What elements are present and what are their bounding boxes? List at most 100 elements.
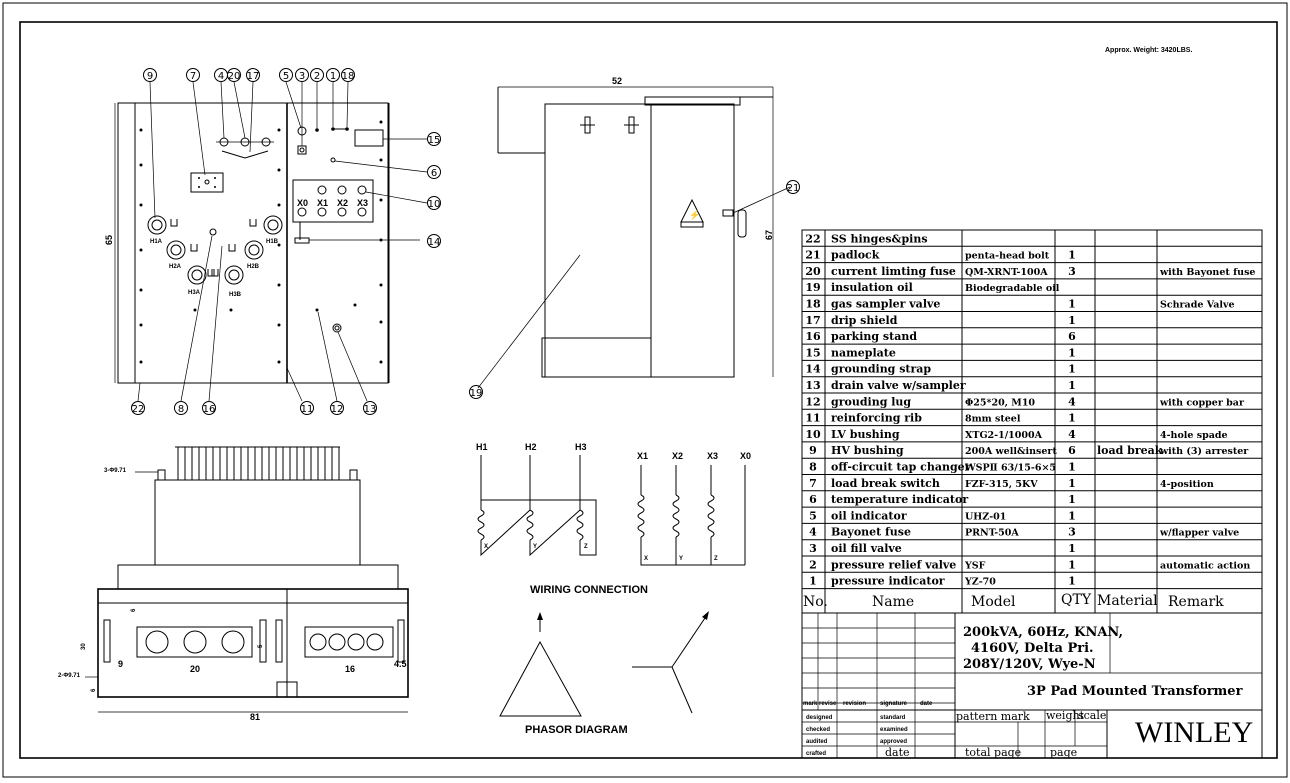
table-cell-name: HV bushing: [831, 444, 904, 457]
svg-text:X1: X1: [317, 198, 328, 208]
table-cell-no: 15: [805, 346, 820, 359]
table-cell-remark: with copper bar: [1159, 397, 1245, 408]
svg-text:Z: Z: [584, 544, 588, 550]
table-cell-no: 19: [805, 281, 820, 294]
svg-text:Y: Y: [533, 544, 537, 550]
table-cell-model: XTG2-1/1000A: [965, 430, 1043, 441]
panel-rivets: [139, 120, 383, 364]
table-cell-name: load break switch: [831, 477, 940, 490]
svg-text:Y: Y: [679, 556, 683, 562]
table-cell-qty: 1: [1068, 314, 1076, 327]
svg-text:15: 15: [428, 135, 441, 146]
table-cell-no: 10: [805, 428, 821, 441]
table-cell-qty: 1: [1068, 461, 1076, 474]
table-cell-name: gas sampler valve: [831, 298, 940, 311]
table-cell-no: 5: [809, 509, 817, 522]
table-cell-name: LV bushing: [831, 428, 900, 441]
table-cell-model: FZF-315, 5KV: [965, 479, 1038, 490]
table-cell-qty: 1: [1068, 249, 1076, 262]
svg-text:H1B: H1B: [266, 239, 279, 245]
phasor-title: PHASOR DIAGRAM: [525, 724, 628, 736]
table-cell-remark: 4-hole spade: [1160, 430, 1228, 441]
svg-text:3-Φ9.71: 3-Φ9.71: [104, 468, 127, 474]
table-cell-no: 6: [809, 493, 817, 506]
phasor-diagram: PHASOR DIAGRAM: [499, 611, 709, 736]
table-cell-name: Bayonet fuse: [831, 526, 911, 539]
svg-text:audited: audited: [806, 739, 828, 745]
svg-text:X1: X1: [637, 451, 648, 461]
svg-text:4: 4: [218, 71, 224, 82]
table-cell-model: penta-head bolt: [965, 251, 1050, 262]
svg-text:No.: No.: [803, 594, 828, 610]
table-cell-qty: 4: [1068, 428, 1076, 441]
title-block: 200kVA, 60Hz, KNAN, 4160V, Delta Pri. 20…: [801, 612, 1263, 759]
svg-text:X2: X2: [337, 198, 348, 208]
table-cell-no: 20: [805, 265, 821, 278]
svg-text:H2: H2: [525, 442, 537, 452]
svg-text:2: 2: [314, 71, 320, 82]
table-cell-model: Φ25*20, M10: [965, 397, 1035, 408]
table-cell-model: 8mm steel: [965, 414, 1021, 425]
company-name: WINLEY: [1135, 716, 1253, 749]
table-cell-qty: 1: [1068, 558, 1076, 571]
svg-text:standard: standard: [880, 715, 906, 721]
svg-text:Model: Model: [971, 594, 1016, 610]
table-cell-qty: 1: [1068, 493, 1076, 506]
svg-text:200kVA, 60Hz, KNAN,: 200kVA, 60Hz, KNAN,: [963, 625, 1123, 640]
svg-text:weight: weight: [1046, 709, 1085, 722]
table-cell-qty: 1: [1068, 477, 1076, 490]
table-cell-remark: 4-position: [1160, 479, 1214, 490]
svg-text:6: 6: [131, 608, 137, 612]
table-cell-qty: 6: [1068, 444, 1076, 457]
svg-text:22: 22: [132, 404, 145, 415]
weight-note: Approx. Weight: 3420LBS.: [1105, 47, 1192, 54]
table-cell-no: 17: [805, 314, 820, 327]
dim-height: 65: [104, 235, 114, 245]
table-cell-no: 18: [805, 298, 821, 311]
table-cell-no: 4: [809, 526, 817, 539]
svg-text:2-Φ9.71: 2-Φ9.71: [58, 673, 81, 679]
svg-text:QTY: QTY: [1061, 592, 1092, 608]
table-cell-model: Biodegradable oil: [965, 283, 1060, 294]
svg-text:crafted: crafted: [806, 751, 826, 757]
table-cell-qty: 4: [1068, 395, 1076, 408]
table-cell-qty: 1: [1068, 575, 1076, 588]
wiring-title: WIRING CONNECTION: [530, 584, 648, 596]
table-cell-qty: 1: [1068, 542, 1076, 555]
table-cell-name: parking stand: [831, 330, 917, 343]
table-cell-qty: 6: [1068, 330, 1076, 343]
table-cell-name: pressure indicator: [831, 575, 945, 588]
svg-text:9: 9: [118, 659, 123, 669]
svg-text:H2A: H2A: [169, 264, 182, 270]
svg-text:examined: examined: [880, 727, 908, 733]
table-cell-name: current limting fuse: [831, 265, 956, 278]
load-break-switch: [190, 172, 224, 193]
table-cell-name: padlock: [831, 249, 880, 262]
svg-text:9: 9: [147, 71, 153, 82]
table-cell-qty: 1: [1068, 298, 1076, 311]
svg-text:13: 13: [364, 404, 377, 415]
table-cell-name: reinforcing rib: [831, 412, 922, 425]
svg-text:signature: signature: [880, 701, 908, 707]
front-body: [117, 102, 389, 384]
svg-text:X: X: [644, 556, 648, 562]
table-cell-no: 22: [805, 232, 820, 245]
svg-text:Name: Name: [872, 594, 914, 610]
cabinet: [544, 103, 735, 378]
svg-text:16: 16: [203, 404, 216, 415]
table-cell-model: PRNT-50A: [965, 528, 1019, 539]
svg-text:21: 21: [787, 183, 800, 194]
table-cell-name: grouding lug: [831, 395, 911, 408]
svg-text:H1A: H1A: [150, 239, 163, 245]
svg-text:4.5: 4.5: [394, 659, 407, 669]
svg-text:H2B: H2B: [247, 264, 260, 270]
svg-text:revise: revise: [819, 701, 837, 707]
table-cell-qty: 1: [1068, 379, 1076, 392]
table-cell-qty: 1: [1068, 412, 1076, 425]
table-cell-model: 200A well&insert: [965, 446, 1057, 457]
svg-text:16: 16: [345, 664, 355, 674]
svg-text:designed: designed: [806, 715, 833, 721]
